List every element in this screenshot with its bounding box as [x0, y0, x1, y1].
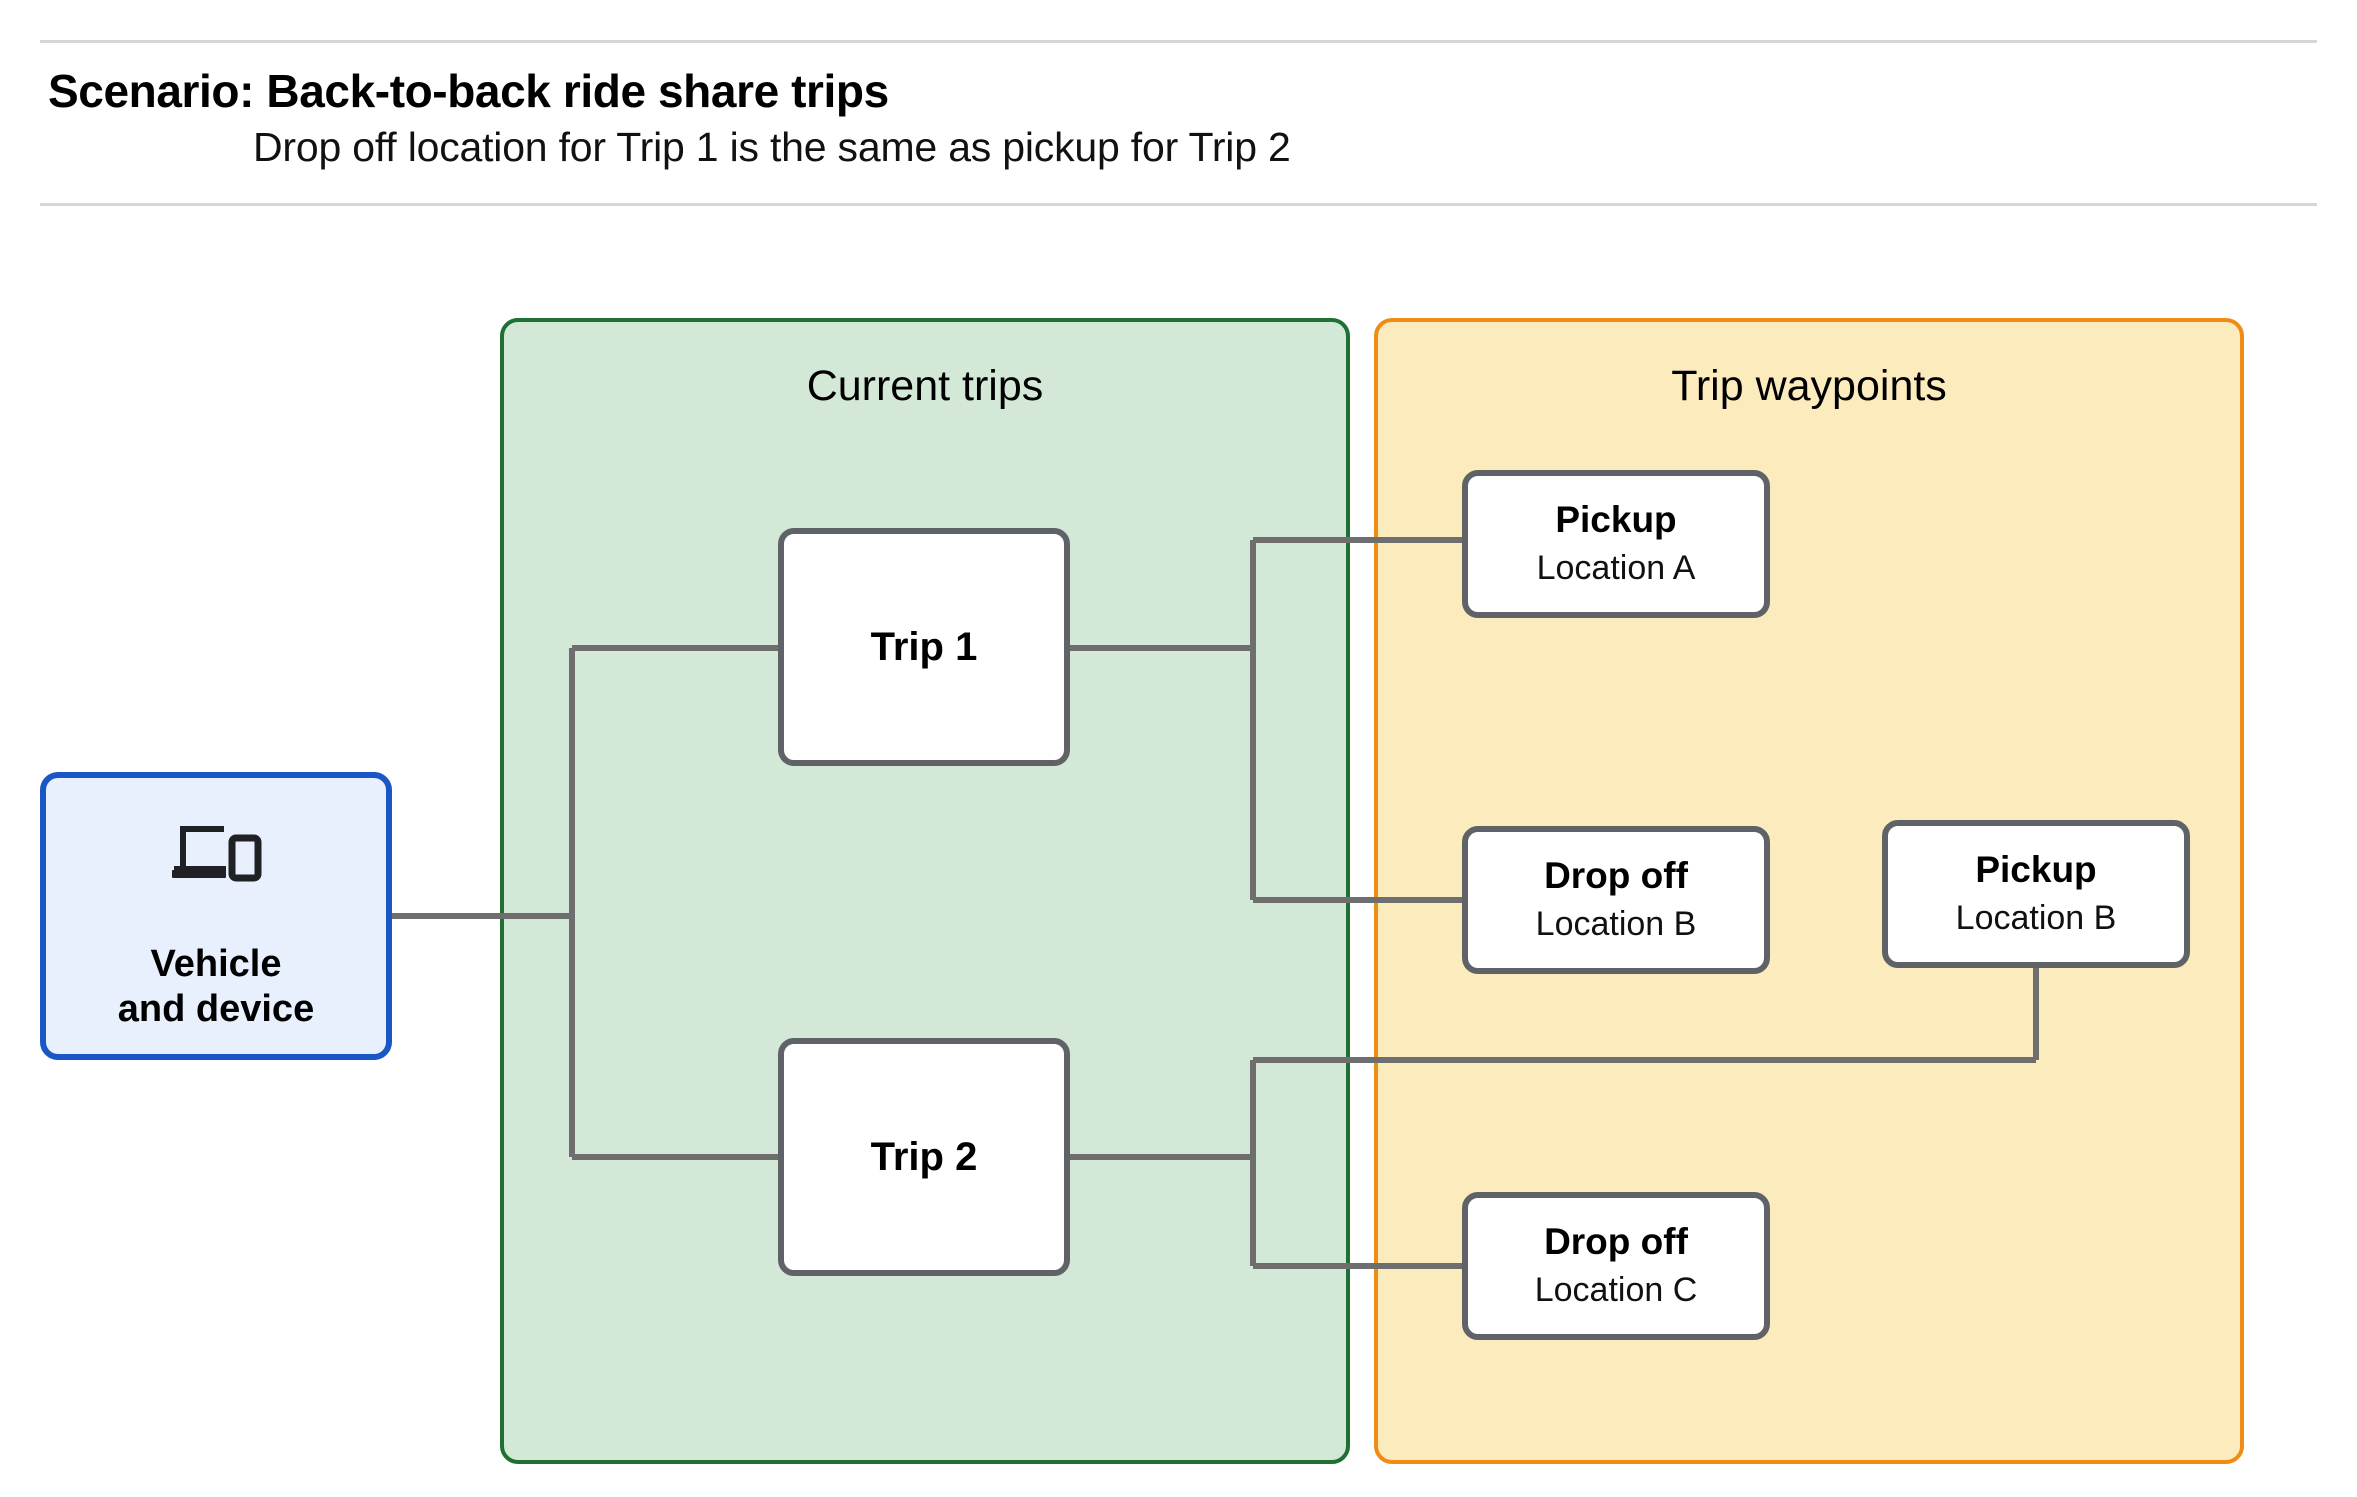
waypoint-location: Location B [1535, 904, 1697, 943]
waypoint-location: Location C [1534, 1270, 1698, 1309]
scenario-header: Scenario: Back-to-back ride share trips … [0, 0, 2357, 210]
header-divider-bottom [40, 203, 2317, 206]
waypoint-type: Drop off [1544, 855, 1688, 897]
vehicle-label-line2: and device [117, 987, 315, 1030]
waypoint-pickup-location-a[interactable]: Pickup Location A [1462, 470, 1770, 618]
trip-1-label: Trip 1 [870, 624, 978, 669]
panel-current-trips-title: Current trips [806, 362, 1044, 410]
waypoint-type: Drop off [1544, 1221, 1688, 1263]
waypoint-type: Pickup [1975, 849, 2097, 891]
devices-icon [172, 826, 262, 882]
waypoint-dropoff-location-c[interactable]: Drop off Location C [1462, 1192, 1770, 1340]
trip-1-node[interactable]: Trip 1 [778, 528, 1070, 766]
waypoint-pickup-location-b[interactable]: Pickup Location B [1882, 820, 2190, 968]
panel-trip-waypoints-title: Trip waypoints [1671, 362, 1947, 410]
waypoint-dropoff-location-b[interactable]: Drop off Location B [1462, 826, 1770, 974]
trip-2-node[interactable]: Trip 2 [778, 1038, 1070, 1276]
vehicle-label: Vehicle and device [118, 942, 314, 1032]
vehicle-label-line1: Vehicle [150, 943, 282, 985]
waypoint-type: Pickup [1555, 499, 1677, 541]
page-subtitle: Drop off location for Trip 1 is the same… [253, 124, 1291, 170]
page-title: Scenario: Back-to-back ride share trips [48, 65, 889, 117]
waypoint-location: Location A [1536, 548, 1696, 587]
header-divider-top [40, 40, 2317, 43]
panel-current-trips: Current trips [500, 318, 1350, 1464]
vehicle-and-device-card[interactable]: Vehicle and device [40, 772, 392, 1060]
trip-2-label: Trip 2 [870, 1134, 978, 1179]
waypoint-location: Location B [1955, 898, 2117, 937]
